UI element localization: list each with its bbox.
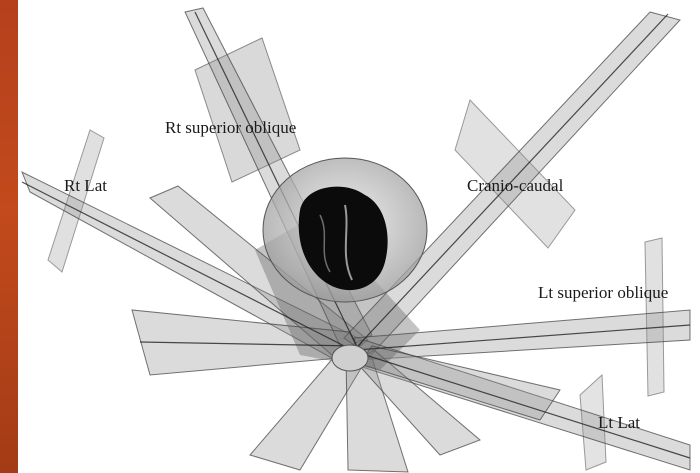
label-cranio-caudal: Cranio-caudal [467,176,563,196]
label-rt-lat: Rt Lat [64,176,107,196]
label-lt-lat: Lt Lat [598,413,640,433]
label-rt-superior-oblique: Rt superior oblique [165,118,296,138]
target-volume [332,345,368,371]
label-lt-superior-oblique: Lt superior oblique [538,283,668,303]
